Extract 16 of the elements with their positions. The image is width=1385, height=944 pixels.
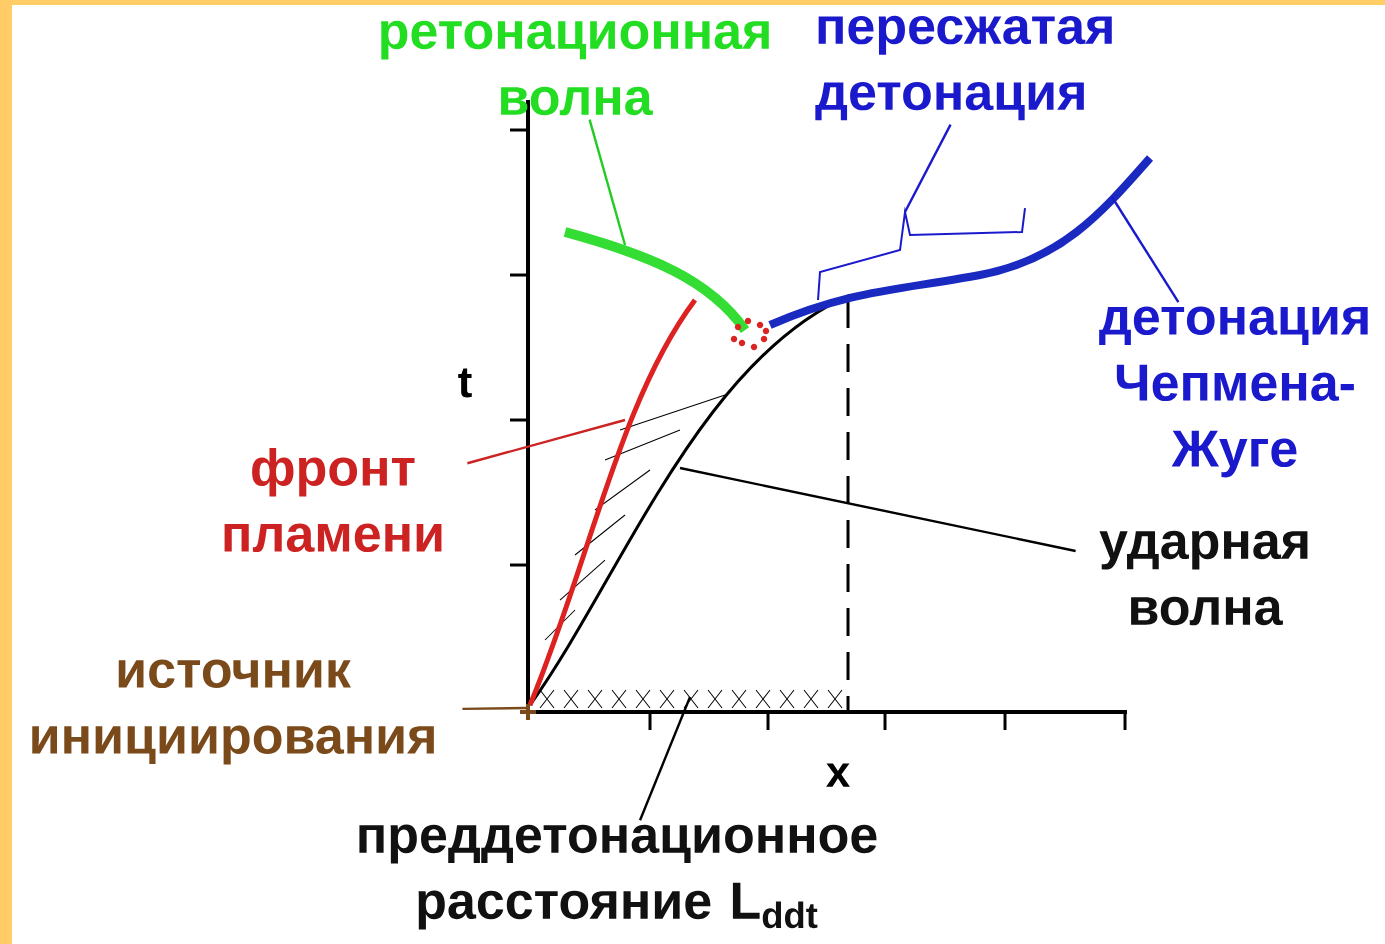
curve-label: фронт пламени: [224, 447, 442, 553]
axis-label: t: [458, 368, 472, 398]
leader-line: [467, 418, 626, 465]
leader-line: [588, 119, 627, 246]
leader-line: [679, 466, 1076, 553]
leader-line: [1111, 196, 1180, 303]
curve-label: преддетонационное расстояние L$_{ddt}$: [359, 824, 877, 930]
curve-label: ударная волна: [1099, 530, 1308, 626]
axis-label: x: [826, 763, 850, 787]
curve-label: пересжатая детонация: [815, 15, 1112, 121]
leader-line: [462, 706, 527, 711]
curve-label: ретонационная волна: [381, 20, 769, 116]
curve-label: источник инициирования: [32, 659, 434, 765]
curve-label: детонация Чепмена-Жуге: [1099, 306, 1368, 478]
leader-line: [903, 124, 952, 213]
leader-line: [638, 696, 692, 821]
